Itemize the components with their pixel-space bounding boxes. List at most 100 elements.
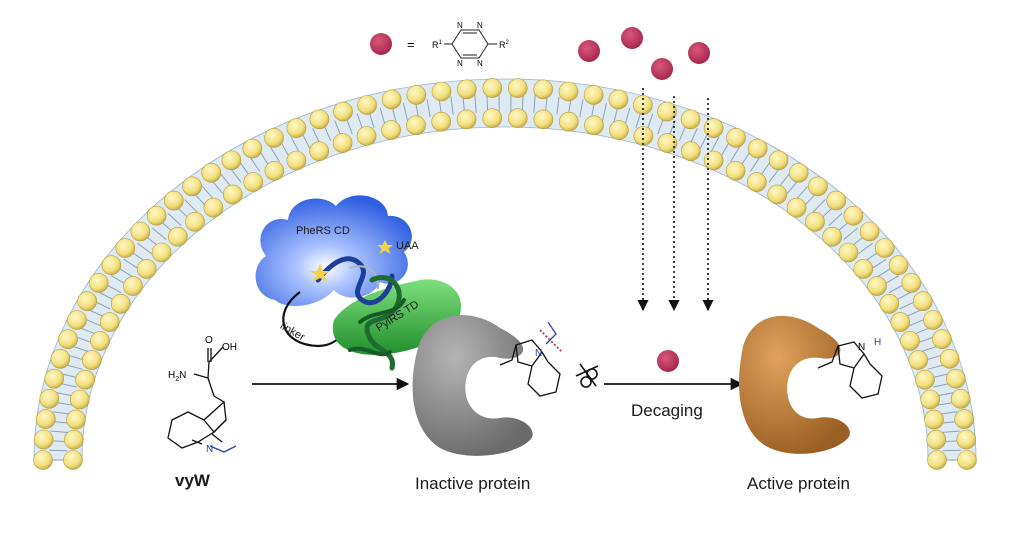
active-protein-shape bbox=[739, 315, 850, 454]
vyw-structure bbox=[167, 346, 237, 453]
lipid-head bbox=[264, 128, 284, 148]
lipid-tail bbox=[913, 327, 931, 335]
lipid-head bbox=[945, 368, 966, 389]
lipid-head bbox=[456, 109, 477, 130]
scissors-icon bbox=[575, 363, 599, 388]
tetrazine-legend: = R1 R2 N N N N bbox=[370, 21, 510, 68]
lipid-tail bbox=[426, 99, 431, 118]
lipid-tail bbox=[269, 146, 280, 162]
uaa-label: UAA bbox=[396, 240, 419, 252]
r2-label: R2 bbox=[499, 40, 510, 50]
lipid-head bbox=[101, 255, 122, 276]
active-n: N bbox=[858, 342, 865, 353]
lipid-head bbox=[146, 205, 167, 226]
lipid-head bbox=[70, 389, 90, 410]
tz-n2: N bbox=[477, 21, 483, 30]
lipid-head bbox=[309, 141, 330, 161]
lipid-head bbox=[381, 120, 401, 140]
tetrazine-dots bbox=[578, 27, 710, 372]
lipid-head bbox=[888, 255, 909, 276]
lipid-head bbox=[356, 126, 377, 146]
lipid-tail bbox=[602, 103, 607, 121]
lipid-head bbox=[533, 109, 554, 130]
inactive-protein-shape bbox=[412, 315, 533, 456]
lipid-tail bbox=[137, 242, 153, 255]
lipid-tail bbox=[49, 449, 68, 452]
lipid-head bbox=[136, 259, 157, 279]
lipid-head bbox=[50, 348, 71, 369]
vyw-o: O bbox=[205, 335, 213, 346]
lipid-head bbox=[90, 331, 110, 351]
lipid-head bbox=[853, 259, 874, 279]
lipid-head bbox=[182, 176, 202, 197]
lipid-head bbox=[203, 197, 224, 218]
lipid-tail bbox=[720, 141, 730, 158]
lipid-tail bbox=[843, 227, 859, 240]
lipid-tail bbox=[857, 242, 873, 255]
lipid-head bbox=[725, 161, 746, 181]
lipid-head bbox=[406, 115, 426, 136]
lipid-head bbox=[767, 184, 788, 205]
lipid-head bbox=[482, 108, 503, 128]
lipid-head bbox=[168, 226, 188, 247]
lipid-tail bbox=[579, 99, 584, 118]
lipid-head bbox=[558, 81, 579, 102]
lipid-tail bbox=[710, 136, 720, 153]
lipid-head bbox=[826, 190, 847, 211]
lipid-head bbox=[35, 409, 56, 429]
lipid-head bbox=[110, 293, 131, 314]
lipid-head bbox=[533, 79, 554, 100]
lipid-tail bbox=[812, 199, 826, 213]
vyw-h2n: H2N bbox=[168, 370, 186, 383]
lipid-tail bbox=[79, 327, 97, 335]
lipid-head bbox=[923, 310, 943, 330]
inactive-protein-label: Inactive protein bbox=[415, 474, 531, 493]
lipid-tail bbox=[50, 430, 69, 433]
lipid-head bbox=[746, 172, 767, 192]
lipid-head bbox=[927, 450, 947, 470]
lipid-tail bbox=[730, 146, 741, 162]
lipid-head bbox=[58, 329, 78, 350]
tetrazine-dot-decaging bbox=[657, 350, 679, 372]
lipid-head bbox=[608, 89, 629, 110]
vyw-n: N bbox=[206, 444, 213, 455]
lipid-head bbox=[956, 429, 977, 450]
lipid-head bbox=[242, 138, 263, 159]
vyw-oh: OH bbox=[222, 342, 237, 353]
tetrazine-dot bbox=[621, 27, 643, 49]
lipid-tail bbox=[84, 318, 102, 327]
lipid-head bbox=[788, 163, 809, 183]
lipid-head bbox=[908, 350, 929, 370]
lipid-head bbox=[926, 429, 947, 450]
lipid-head bbox=[507, 78, 528, 98]
lipid-head bbox=[680, 109, 701, 130]
lipid-head bbox=[286, 118, 307, 138]
lipid-head bbox=[838, 242, 859, 263]
lipid-head bbox=[456, 79, 477, 100]
lipid-head bbox=[786, 197, 807, 218]
lipid-tail bbox=[280, 141, 290, 158]
lipid-head bbox=[115, 238, 136, 258]
lipid-tail bbox=[908, 318, 926, 327]
lipid-tail bbox=[201, 185, 215, 201]
inactive-n: N bbox=[535, 348, 542, 359]
lipid-head bbox=[890, 312, 911, 332]
lipid-tail bbox=[917, 336, 935, 344]
lipid-head bbox=[924, 409, 944, 430]
lipid-head bbox=[859, 221, 880, 242]
tz-n1: N bbox=[457, 21, 463, 30]
lipid-tail bbox=[290, 136, 300, 153]
lipid-head bbox=[332, 133, 353, 153]
lipid-tail bbox=[249, 156, 261, 172]
lipid-head bbox=[309, 109, 330, 130]
vyw-label: vyW bbox=[175, 471, 210, 490]
lipid-head bbox=[957, 450, 977, 470]
lipid-head bbox=[939, 348, 960, 369]
lipid-head bbox=[33, 429, 54, 450]
lipid-head bbox=[44, 368, 65, 389]
lipid-head bbox=[867, 276, 887, 296]
lipid-head bbox=[633, 126, 654, 146]
lipid-tail bbox=[749, 156, 761, 172]
lipid-head bbox=[185, 212, 205, 232]
lipid-head bbox=[264, 161, 285, 181]
